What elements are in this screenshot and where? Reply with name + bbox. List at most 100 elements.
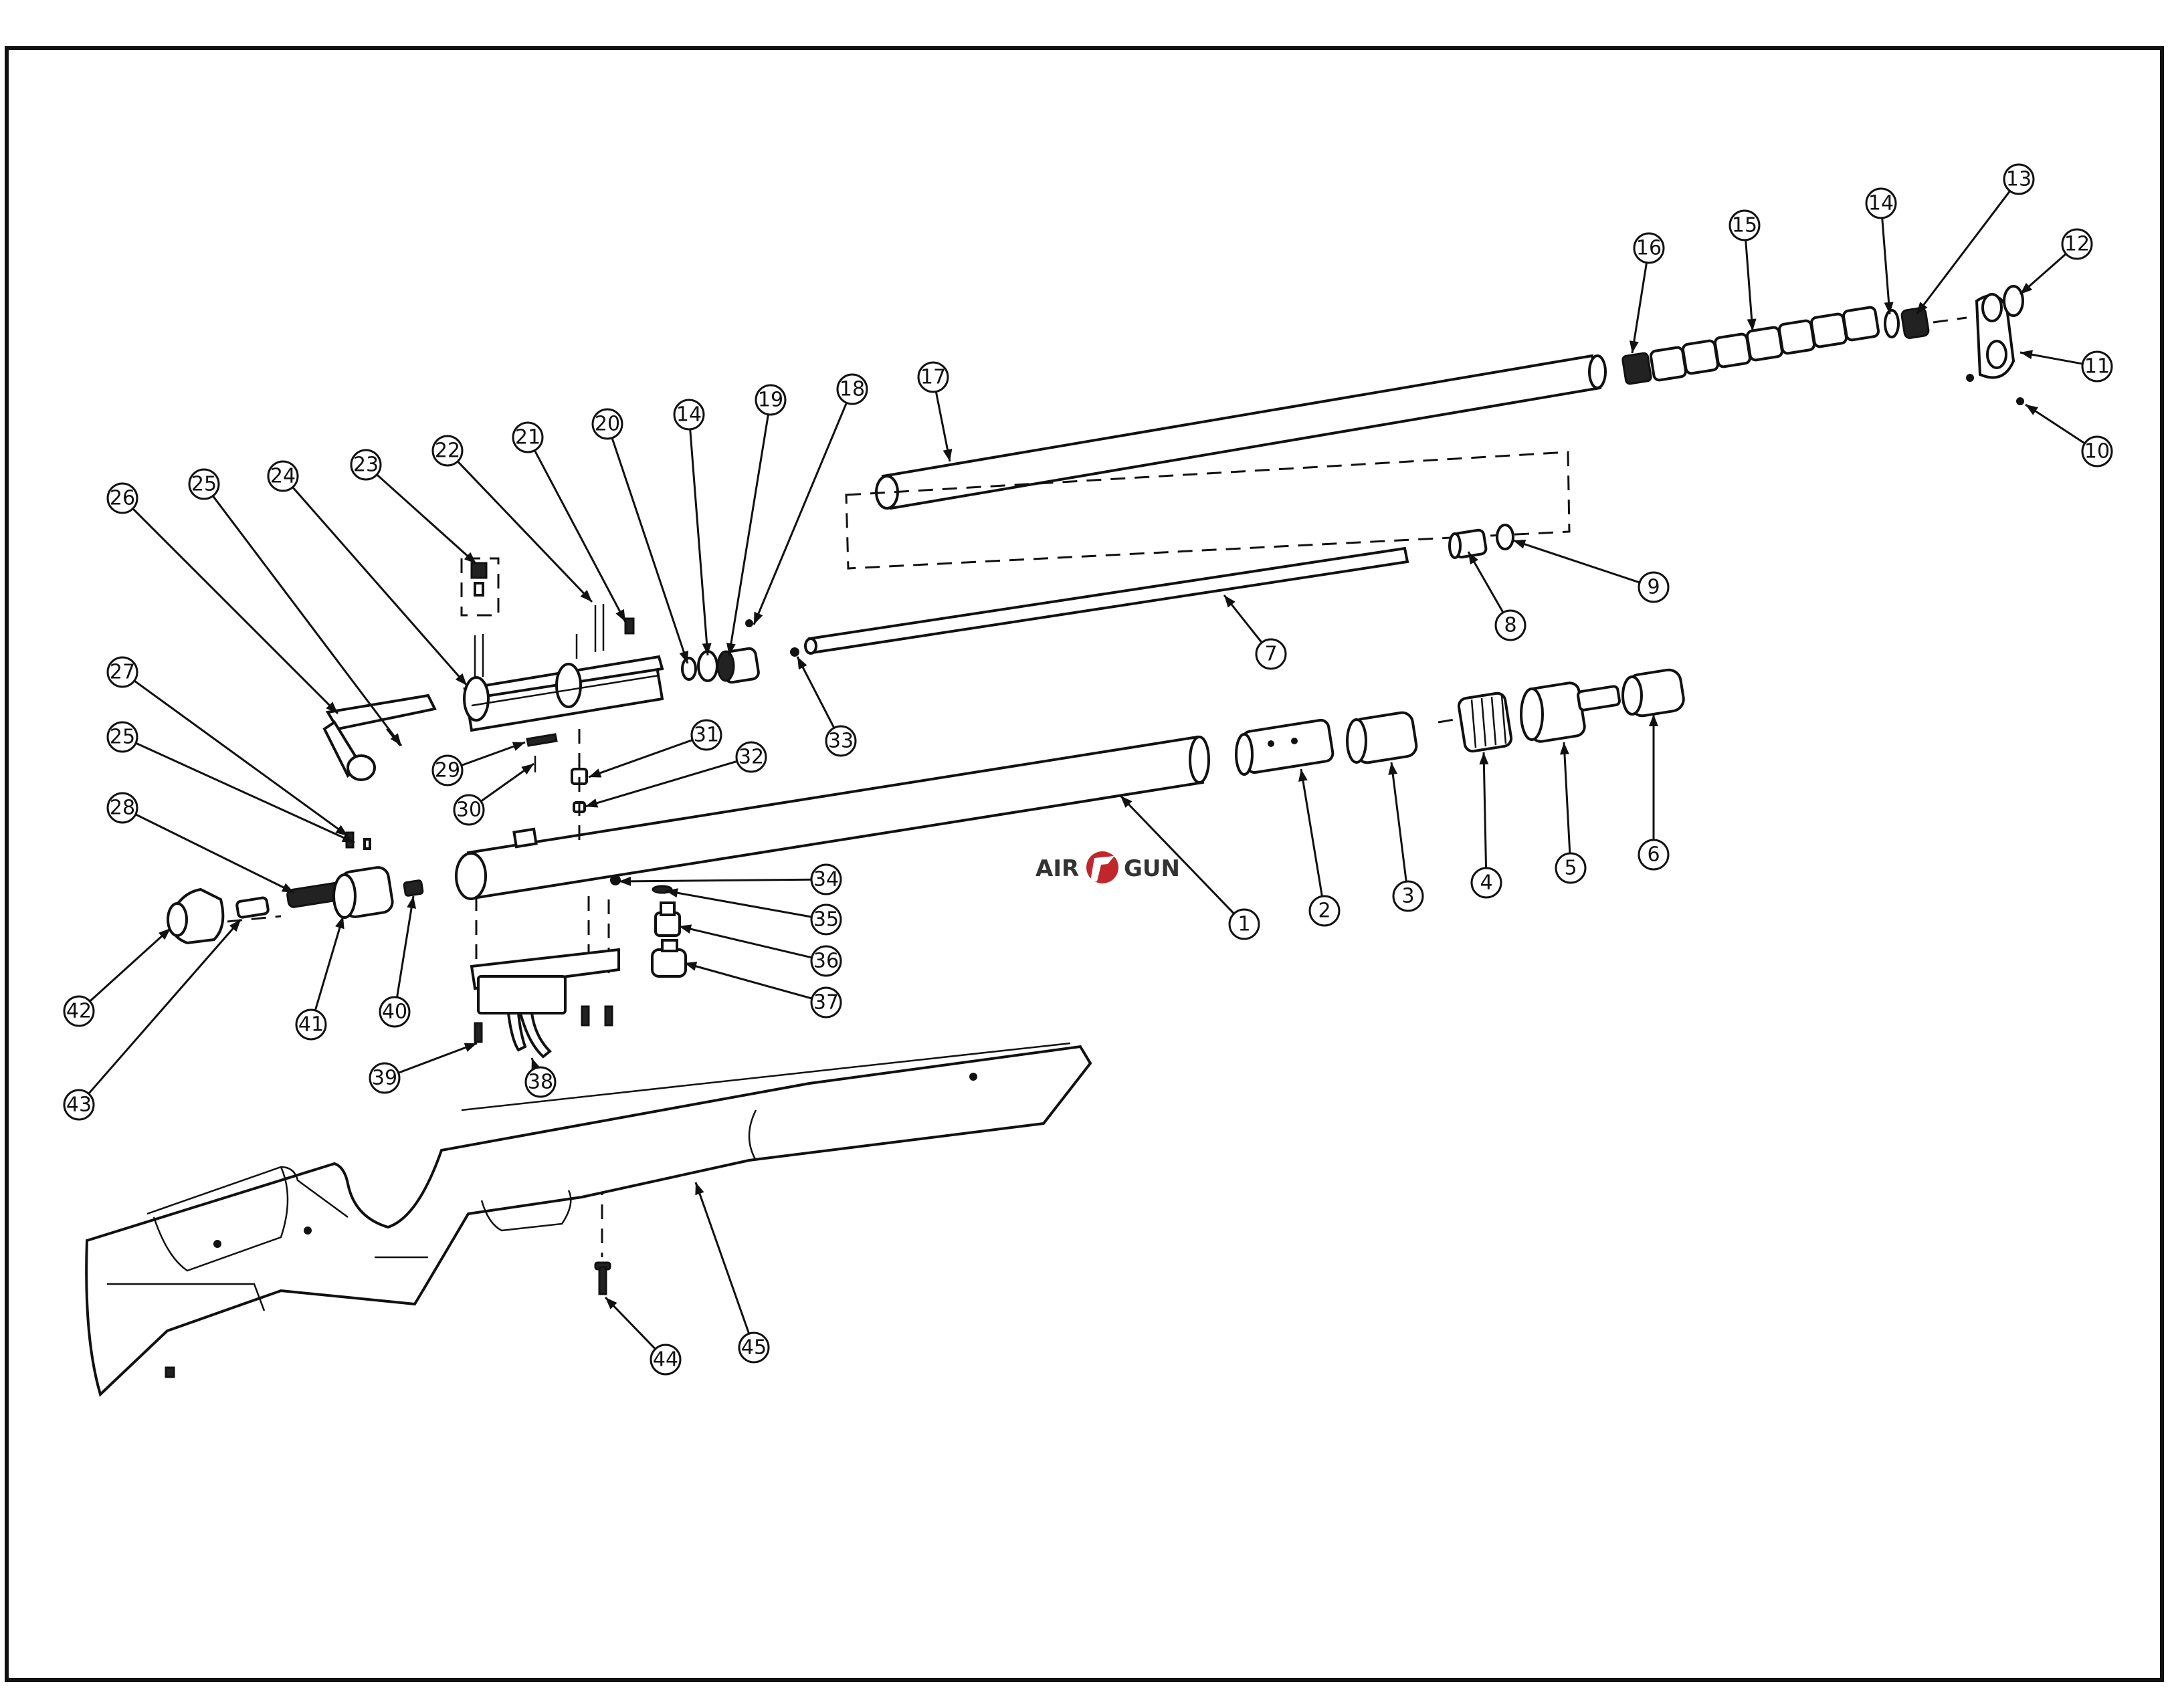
leader-line-15 — [1745, 239, 1754, 332]
logo-emblem-icon — [1086, 851, 1118, 883]
callout-circle — [673, 399, 705, 431]
callout-number: 26 — [110, 487, 135, 510]
leader-line-1 — [1119, 794, 1235, 915]
callout-24: 24 — [267, 460, 299, 492]
callout-number: 35 — [813, 908, 839, 932]
callout-number: 22 — [435, 439, 460, 463]
leader-line-13 — [1915, 190, 2011, 315]
callout-number: 6 — [1647, 843, 1660, 867]
callout-number: 28 — [110, 796, 135, 820]
part-callouts: 1234567891011121314151617181914202122232… — [63, 163, 2113, 1376]
callout-42: 42 — [63, 995, 95, 1027]
callout-number: 43 — [66, 1093, 92, 1117]
arrowhead-44 — [605, 1297, 617, 1309]
callout-number: 13 — [2006, 168, 2032, 191]
part-adjuster-36 — [654, 901, 681, 937]
callout-number: 12 — [2064, 233, 2090, 256]
callout-number: 31 — [694, 724, 719, 747]
arrowhead-31 — [589, 768, 602, 778]
callout-circle — [2061, 228, 2093, 260]
callout-23: 23 — [350, 449, 382, 481]
callout-number: 41 — [298, 1013, 324, 1037]
part-screw-40 — [403, 879, 424, 897]
arrowhead-30 — [521, 764, 534, 775]
arrowhead-22 — [580, 590, 592, 602]
callout-circle — [106, 656, 138, 688]
logo-text-gun: GUN — [1124, 855, 1180, 882]
callout-number: 42 — [66, 1000, 92, 1023]
callout-number: 5 — [1564, 857, 1577, 880]
air-gun-logo: AIR GUN — [1035, 851, 1180, 883]
callout-circle — [1392, 880, 1424, 912]
leader-line-19 — [728, 414, 769, 656]
callout-circle — [917, 361, 949, 393]
callout-37: 37 — [810, 986, 842, 1019]
callout-number: 1 — [1238, 913, 1250, 936]
callout-circle — [735, 741, 767, 773]
callout-32: 32 — [735, 741, 767, 773]
callout-number: 29 — [435, 759, 460, 782]
callout-circle — [350, 449, 382, 481]
arrowhead-18 — [754, 611, 763, 625]
leader-line-32 — [585, 760, 738, 808]
callout-28: 28 — [106, 792, 138, 824]
arrowhead-9 — [1513, 540, 1526, 549]
callout-number: 21 — [515, 426, 540, 449]
arrowhead-37 — [684, 962, 698, 971]
callout-circle — [1638, 571, 1670, 603]
callout-circle — [431, 754, 464, 786]
part-washer-14-top — [1884, 309, 1900, 338]
callout-20: 20 — [591, 408, 623, 440]
leader-line-31 — [588, 739, 693, 778]
callout-circle — [755, 384, 787, 416]
callout-29: 29 — [431, 754, 464, 786]
arrowhead-35 — [666, 888, 678, 898]
callout-circle — [836, 373, 868, 405]
callout-25: 25 — [106, 721, 138, 753]
leader-line-5 — [1563, 742, 1571, 854]
callout-number: 7 — [1264, 643, 1277, 666]
callout-number: 20 — [595, 413, 620, 436]
callout-22: 22 — [431, 435, 464, 467]
callout-1: 1 — [1228, 908, 1260, 940]
part-pin-21 — [624, 617, 635, 635]
callout-14: 14 — [673, 399, 705, 431]
callout-number: 45 — [741, 1336, 767, 1360]
leader-line-26 — [132, 508, 339, 715]
callout-circle — [379, 996, 411, 1028]
part-bolt-handle — [322, 693, 437, 781]
callout-number: 44 — [653, 1348, 678, 1372]
callout-circle — [106, 482, 138, 514]
callout-number: 32 — [738, 746, 764, 769]
callout-number: 34 — [813, 868, 839, 891]
callout-number: 33 — [828, 730, 854, 753]
leader-line-28 — [135, 813, 295, 894]
part-seal-20 — [681, 657, 697, 681]
leader-line-16 — [1631, 262, 1648, 354]
callout-number: 18 — [840, 378, 865, 401]
arrowhead-8 — [1468, 552, 1479, 565]
leader-line-21 — [533, 449, 627, 623]
callout-number: 39 — [372, 1067, 397, 1090]
callout-circle — [1633, 232, 1665, 264]
callout-number: 25 — [110, 726, 135, 749]
arrowhead-14 — [702, 643, 712, 655]
arrowhead-34 — [619, 876, 631, 886]
part-trigger-group — [470, 948, 620, 1059]
part-cylinder-3 — [1346, 711, 1418, 764]
callout-circle — [63, 1089, 95, 1121]
part-muzzle-block — [1966, 285, 2024, 405]
callout-number: 15 — [1732, 214, 1757, 237]
callout-number: 10 — [2084, 440, 2110, 463]
callout-35: 35 — [810, 903, 842, 936]
callout-number: 37 — [813, 991, 839, 1015]
part-ball-33 — [790, 647, 799, 657]
arrowhead-5 — [1559, 742, 1569, 755]
leader-line-25 — [135, 742, 355, 844]
leader-line-23 — [376, 473, 478, 565]
leader-line-39 — [398, 1042, 478, 1074]
arrowhead-4 — [1479, 752, 1489, 765]
callout-circle — [431, 435, 464, 467]
callout-number: 40 — [382, 1000, 407, 1024]
